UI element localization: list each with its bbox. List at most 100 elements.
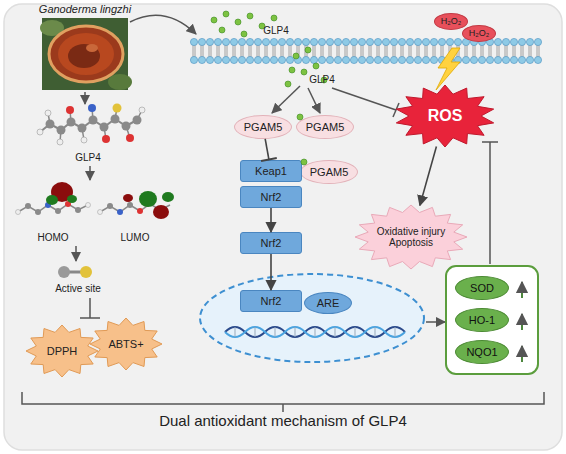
glp4-molecule (40, 119, 137, 132)
homo-orbital (86, 203, 91, 208)
h2o2-oval: H₂O₂ (462, 25, 496, 42)
active-site-symbol (80, 266, 92, 278)
bracket (22, 392, 544, 412)
element-oval: ARE (304, 292, 352, 314)
radical-burst: ABTS+ (90, 318, 162, 370)
background-panel (4, 4, 562, 450)
text-label: GLP4 (66, 152, 110, 163)
enzyme-box (446, 266, 538, 374)
glp4-molecule (48, 108, 142, 142)
flow-arrow (272, 86, 300, 113)
nucleus (200, 274, 424, 362)
inhibition-connector (265, 139, 269, 160)
protein-box: Nrf2 (240, 290, 302, 312)
dna-helix (235, 327, 395, 337)
node-text: Nrf2 (261, 237, 282, 249)
flow-arrow (75, 246, 77, 261)
enzyme-box (446, 266, 538, 374)
node-text: Nrf2 (261, 295, 282, 307)
homo-orbital (55, 208, 61, 214)
glp4-dots (223, 11, 229, 17)
glp4-dots (271, 15, 277, 21)
glp4-dots (305, 47, 311, 53)
lumo-orbital (127, 202, 133, 208)
enzyme-oval: SOD (455, 276, 509, 300)
lumo-orbital (98, 210, 103, 215)
node-text: H₂O₂ (441, 17, 462, 27)
glp4-molecule (57, 126, 66, 135)
glp4-molecule (102, 135, 110, 143)
flow-arrow (84, 92, 86, 104)
glp4-molecule (46, 120, 55, 129)
mushroom-photo (40, 18, 132, 90)
mushroom-photo (49, 26, 123, 82)
homo-orbital (75, 207, 81, 213)
enzyme-oval: NQO1 (455, 340, 509, 364)
lumo-orbital (137, 208, 143, 214)
homo-orbital (18, 204, 88, 212)
radical-burst (26, 325, 98, 377)
inhibition-line (489, 142, 491, 264)
active-site-symbol (58, 266, 92, 278)
dna-helix (225, 327, 405, 337)
up-arrow (521, 346, 523, 362)
bound-glp4-dots (301, 159, 307, 165)
bound-glp4-dots (297, 114, 307, 165)
arrow-connector (270, 208, 272, 232)
inhibition-line (482, 141, 498, 143)
glp4-molecule (113, 104, 122, 113)
glp4-molecule (37, 129, 43, 135)
glp4-molecule (88, 104, 96, 112)
glp4-molecule (37, 104, 145, 146)
cell-membrane (190, 38, 542, 64)
footer-caption: Dual antioxidant mechanism of GLP4 (120, 413, 446, 430)
glp4-dots (247, 13, 253, 19)
lumo-orbital (117, 209, 123, 215)
lumo-orbital (98, 191, 175, 219)
text-label: GLP4 (256, 25, 296, 36)
mushroom-photo (68, 44, 100, 68)
lumo-orbital (139, 191, 157, 207)
glp4-molecule (57, 139, 63, 145)
node-text: ABTS+ (108, 338, 143, 350)
node-text: NQO1 (466, 346, 497, 358)
glp4-molecule (122, 122, 131, 131)
text-label: Active site (40, 283, 116, 294)
lumo-orbital (153, 205, 169, 219)
up-arrow (521, 282, 523, 362)
node-text: DPPH (47, 345, 78, 357)
glp4-dots (285, 81, 291, 87)
nucleus (200, 274, 424, 362)
up-arrow (521, 282, 523, 298)
inhibition-line (89, 298, 91, 318)
homo-orbital (16, 182, 91, 215)
flow-arrow (89, 166, 91, 180)
dna-helix (225, 327, 405, 337)
radical-burst: DPPH (26, 325, 98, 377)
mushroom-photo (108, 74, 132, 90)
flow-arrow (426, 321, 445, 323)
glp4-molecule (139, 107, 145, 113)
node-text: H₂O₂ (469, 29, 490, 39)
glp4-molecule (126, 134, 134, 142)
text-label: GLP4 (302, 74, 342, 85)
glp4-dots (219, 27, 225, 33)
protein-box: Keap1 (240, 160, 302, 182)
cell-membrane (190, 38, 542, 64)
protein-box: Nrf2 (240, 186, 302, 208)
glp4-dots (301, 69, 307, 75)
node-text: PGAM5 (306, 121, 345, 133)
glp4-molecule (66, 106, 74, 114)
homo-orbital (16, 210, 21, 215)
node-text: PGAM5 (244, 121, 283, 133)
homo-orbital (67, 195, 77, 203)
glp4-molecule (45, 110, 51, 116)
glp4-molecule (100, 123, 109, 132)
node-text: HO-1 (469, 314, 495, 326)
lightning-bolt (436, 48, 460, 90)
protein-oval: PGAM5 (300, 160, 358, 184)
homo-orbital (46, 195, 58, 205)
flow-arrow (130, 15, 196, 34)
mushroom-photo (58, 33, 114, 75)
text-label: HOMO (28, 232, 78, 243)
